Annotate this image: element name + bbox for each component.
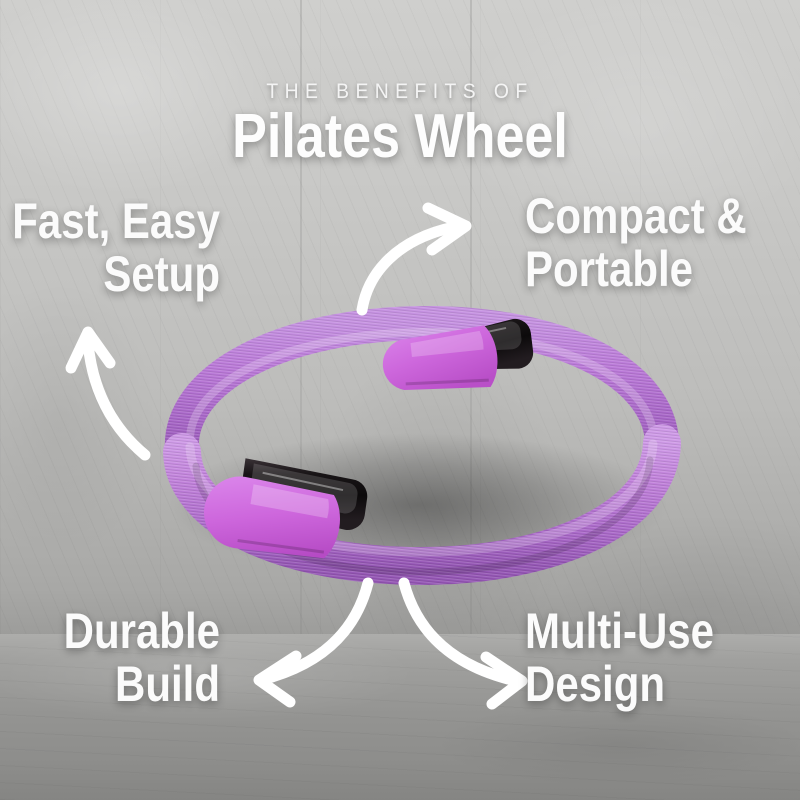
arrow-to-fast-easy-setup-icon (65, 326, 151, 461)
benefit-label-durable-build: Durable Build (63, 603, 220, 712)
upper-right-handle (382, 318, 534, 391)
floor-stain-overlay (0, 634, 800, 800)
benefit-label-compact-portable: Compact & Portable (525, 188, 747, 297)
benefit-label-multi-use-design: Multi-Use Design (525, 603, 714, 712)
page-title: Pilates Wheel (232, 102, 568, 171)
kicker-text: THE BENEFITS OF (266, 80, 534, 103)
lower-left-handle (204, 458, 368, 559)
wall-seam-left (300, 0, 302, 640)
arrow-to-durable-build-icon (253, 577, 374, 708)
ring-tube-far (164, 305, 679, 469)
arrow-to-compact-portable-icon (356, 202, 472, 316)
floor-texture-overlay (0, 634, 800, 800)
concrete-floor-background (0, 634, 800, 800)
arrow-to-multi-use-design-icon (398, 577, 528, 710)
benefit-label-fast-easy-setup: Fast, Easy Setup (12, 193, 220, 302)
